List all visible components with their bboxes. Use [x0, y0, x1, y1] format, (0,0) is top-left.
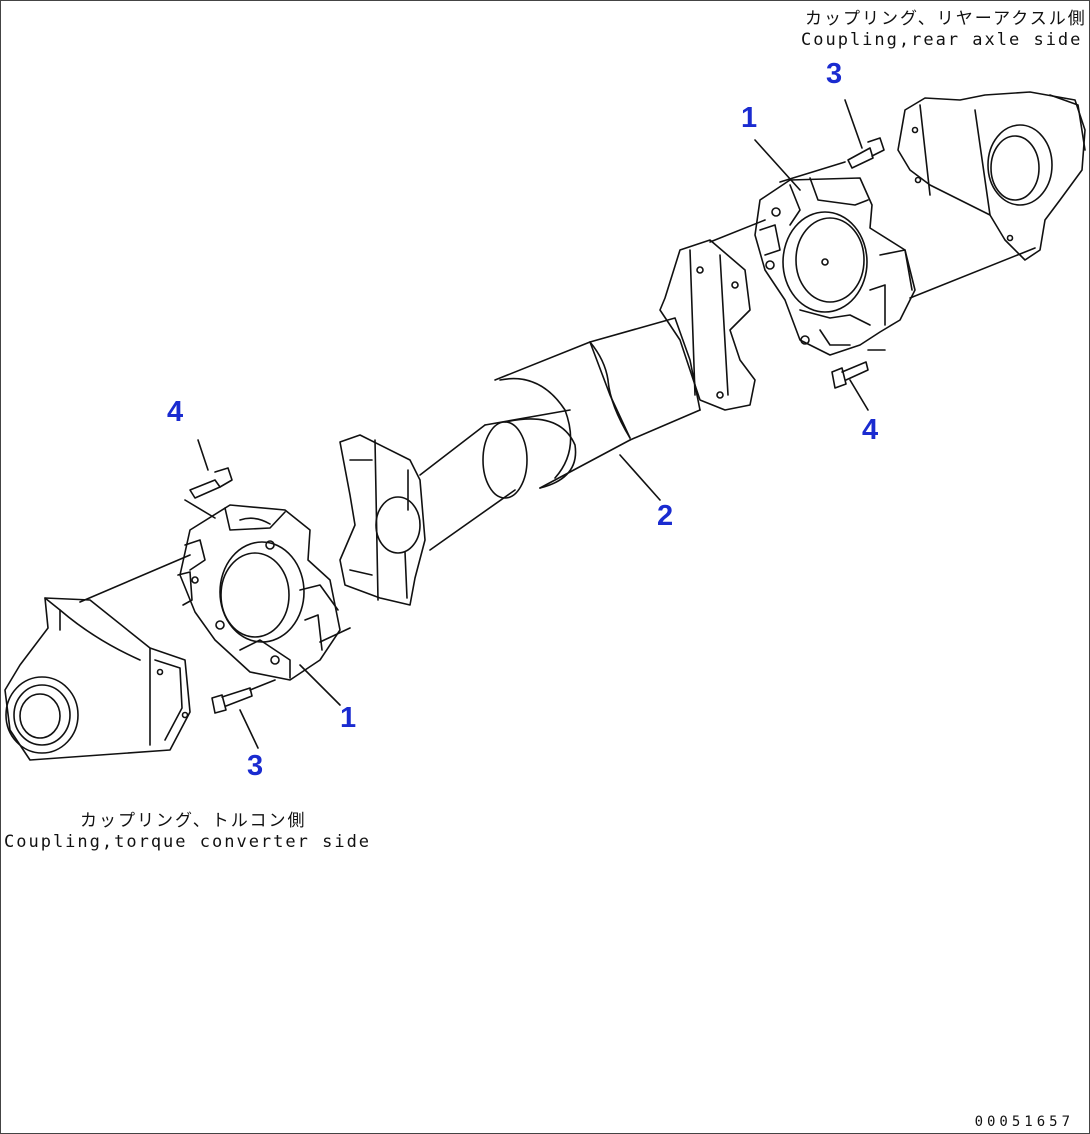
callout-4-front-bolt: 4 — [167, 396, 184, 428]
callout-4-rear-bolt: 4 — [862, 414, 879, 446]
front-yoke-flange — [4, 597, 191, 761]
callout-3-front-bolt: 3 — [247, 750, 264, 782]
callout-1-front-coupling: 1 — [340, 702, 357, 734]
front-coupling — [177, 504, 341, 681]
front-bolt-3 — [211, 679, 276, 714]
front-bolt-4 — [184, 467, 233, 519]
rear-side-label-en: Coupling,rear axle side — [801, 30, 1083, 50]
rear-flange-yoke — [659, 239, 756, 411]
rear-side-label-jp: カップリング、リヤーアクスル側 — [805, 9, 1087, 29]
front-side-label-jp: カップリング、トルコン側 — [80, 811, 307, 831]
document-id: 00051657 — [974, 1114, 1074, 1130]
callout-3-rear-bolt: 3 — [826, 58, 843, 90]
callout-2-shaft: 2 — [657, 500, 674, 532]
rear-coupling — [754, 177, 916, 356]
rear-bolt-3 — [779, 137, 885, 183]
leader-lines — [197, 99, 869, 749]
rear-bolt-4 — [831, 349, 886, 389]
front-side-label-en: Coupling,torque converter side — [4, 832, 372, 852]
front-flange-yoke — [339, 434, 426, 606]
rear-yoke-flange — [897, 91, 1086, 261]
callout-1-rear-coupling: 1 — [741, 102, 758, 134]
